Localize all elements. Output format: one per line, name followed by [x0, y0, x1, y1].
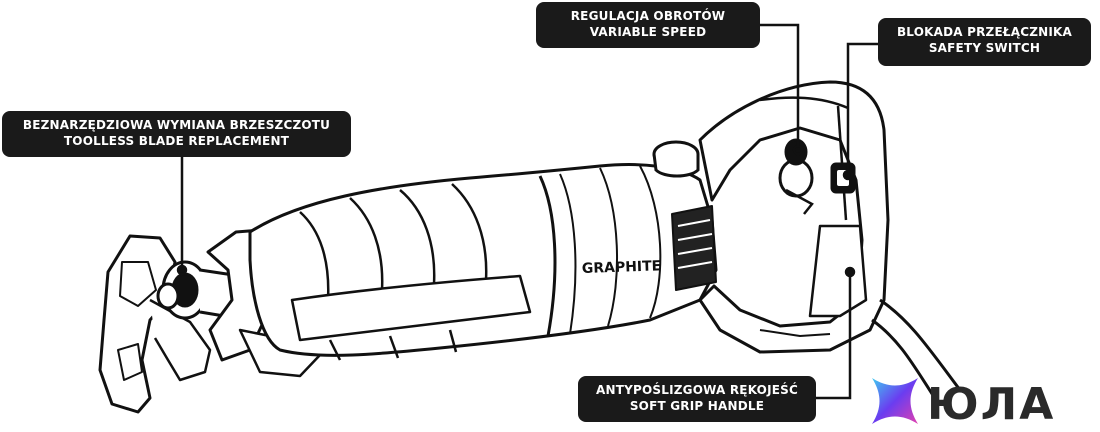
leader-speed-dot — [792, 144, 804, 156]
callout-soft-grip: ANTYPOŚLIZGOWA RĘKOJEŚĆ SOFT GRIP HANDLE — [578, 376, 816, 422]
callout-toolless-blade-pl: BEZNARZĘDZIOWA WYMIANA BRZESZCZOTU — [22, 118, 331, 132]
leader-blade-dot — [176, 264, 188, 276]
brand-label: GRAPHITE — [582, 258, 662, 277]
callout-safety-switch: BLOKADA PRZEŁĄCZNIKA SAFETY SWITCH — [878, 18, 1091, 66]
callout-variable-speed-pl: REGULACJA OBROTÓW — [570, 9, 726, 23]
leader-safety — [846, 42, 878, 175]
callout-toolless-blade-en: TOOLLESS BLADE REPLACEMENT — [63, 134, 290, 148]
callout-toolless-blade: BEZNARZĘDZIOWA WYMIANA BRZESZCZOTU TOOLL… — [2, 111, 351, 157]
yula-logo-icon — [872, 378, 918, 424]
leader-grip-dot — [844, 266, 856, 278]
callout-variable-speed: REGULACJA OBROTÓW VARIABLE SPEED — [536, 2, 760, 48]
callout-safety-switch-pl: BLOKADA PRZEŁĄCZNIKA — [896, 25, 1073, 39]
callout-soft-grip-en: SOFT GRIP HANDLE — [629, 399, 765, 413]
callout-safety-switch-en: SAFETY SWITCH — [928, 41, 1041, 55]
blade-shoe — [98, 234, 212, 414]
callout-variable-speed-en: VARIABLE SPEED — [589, 25, 707, 39]
callout-soft-grip-pl: ANTYPOŚLIZGOWA RĘKOJEŚĆ — [596, 383, 798, 397]
motor-body — [248, 163, 718, 361]
leader-speed — [760, 23, 800, 150]
watermark-text: ЮЛА — [927, 379, 1056, 430]
rear-handle — [698, 80, 962, 401]
top-knob — [652, 140, 700, 178]
leader-lines — [176, 23, 878, 400]
leader-grip — [816, 272, 852, 400]
leader-safety-dot — [842, 169, 854, 181]
